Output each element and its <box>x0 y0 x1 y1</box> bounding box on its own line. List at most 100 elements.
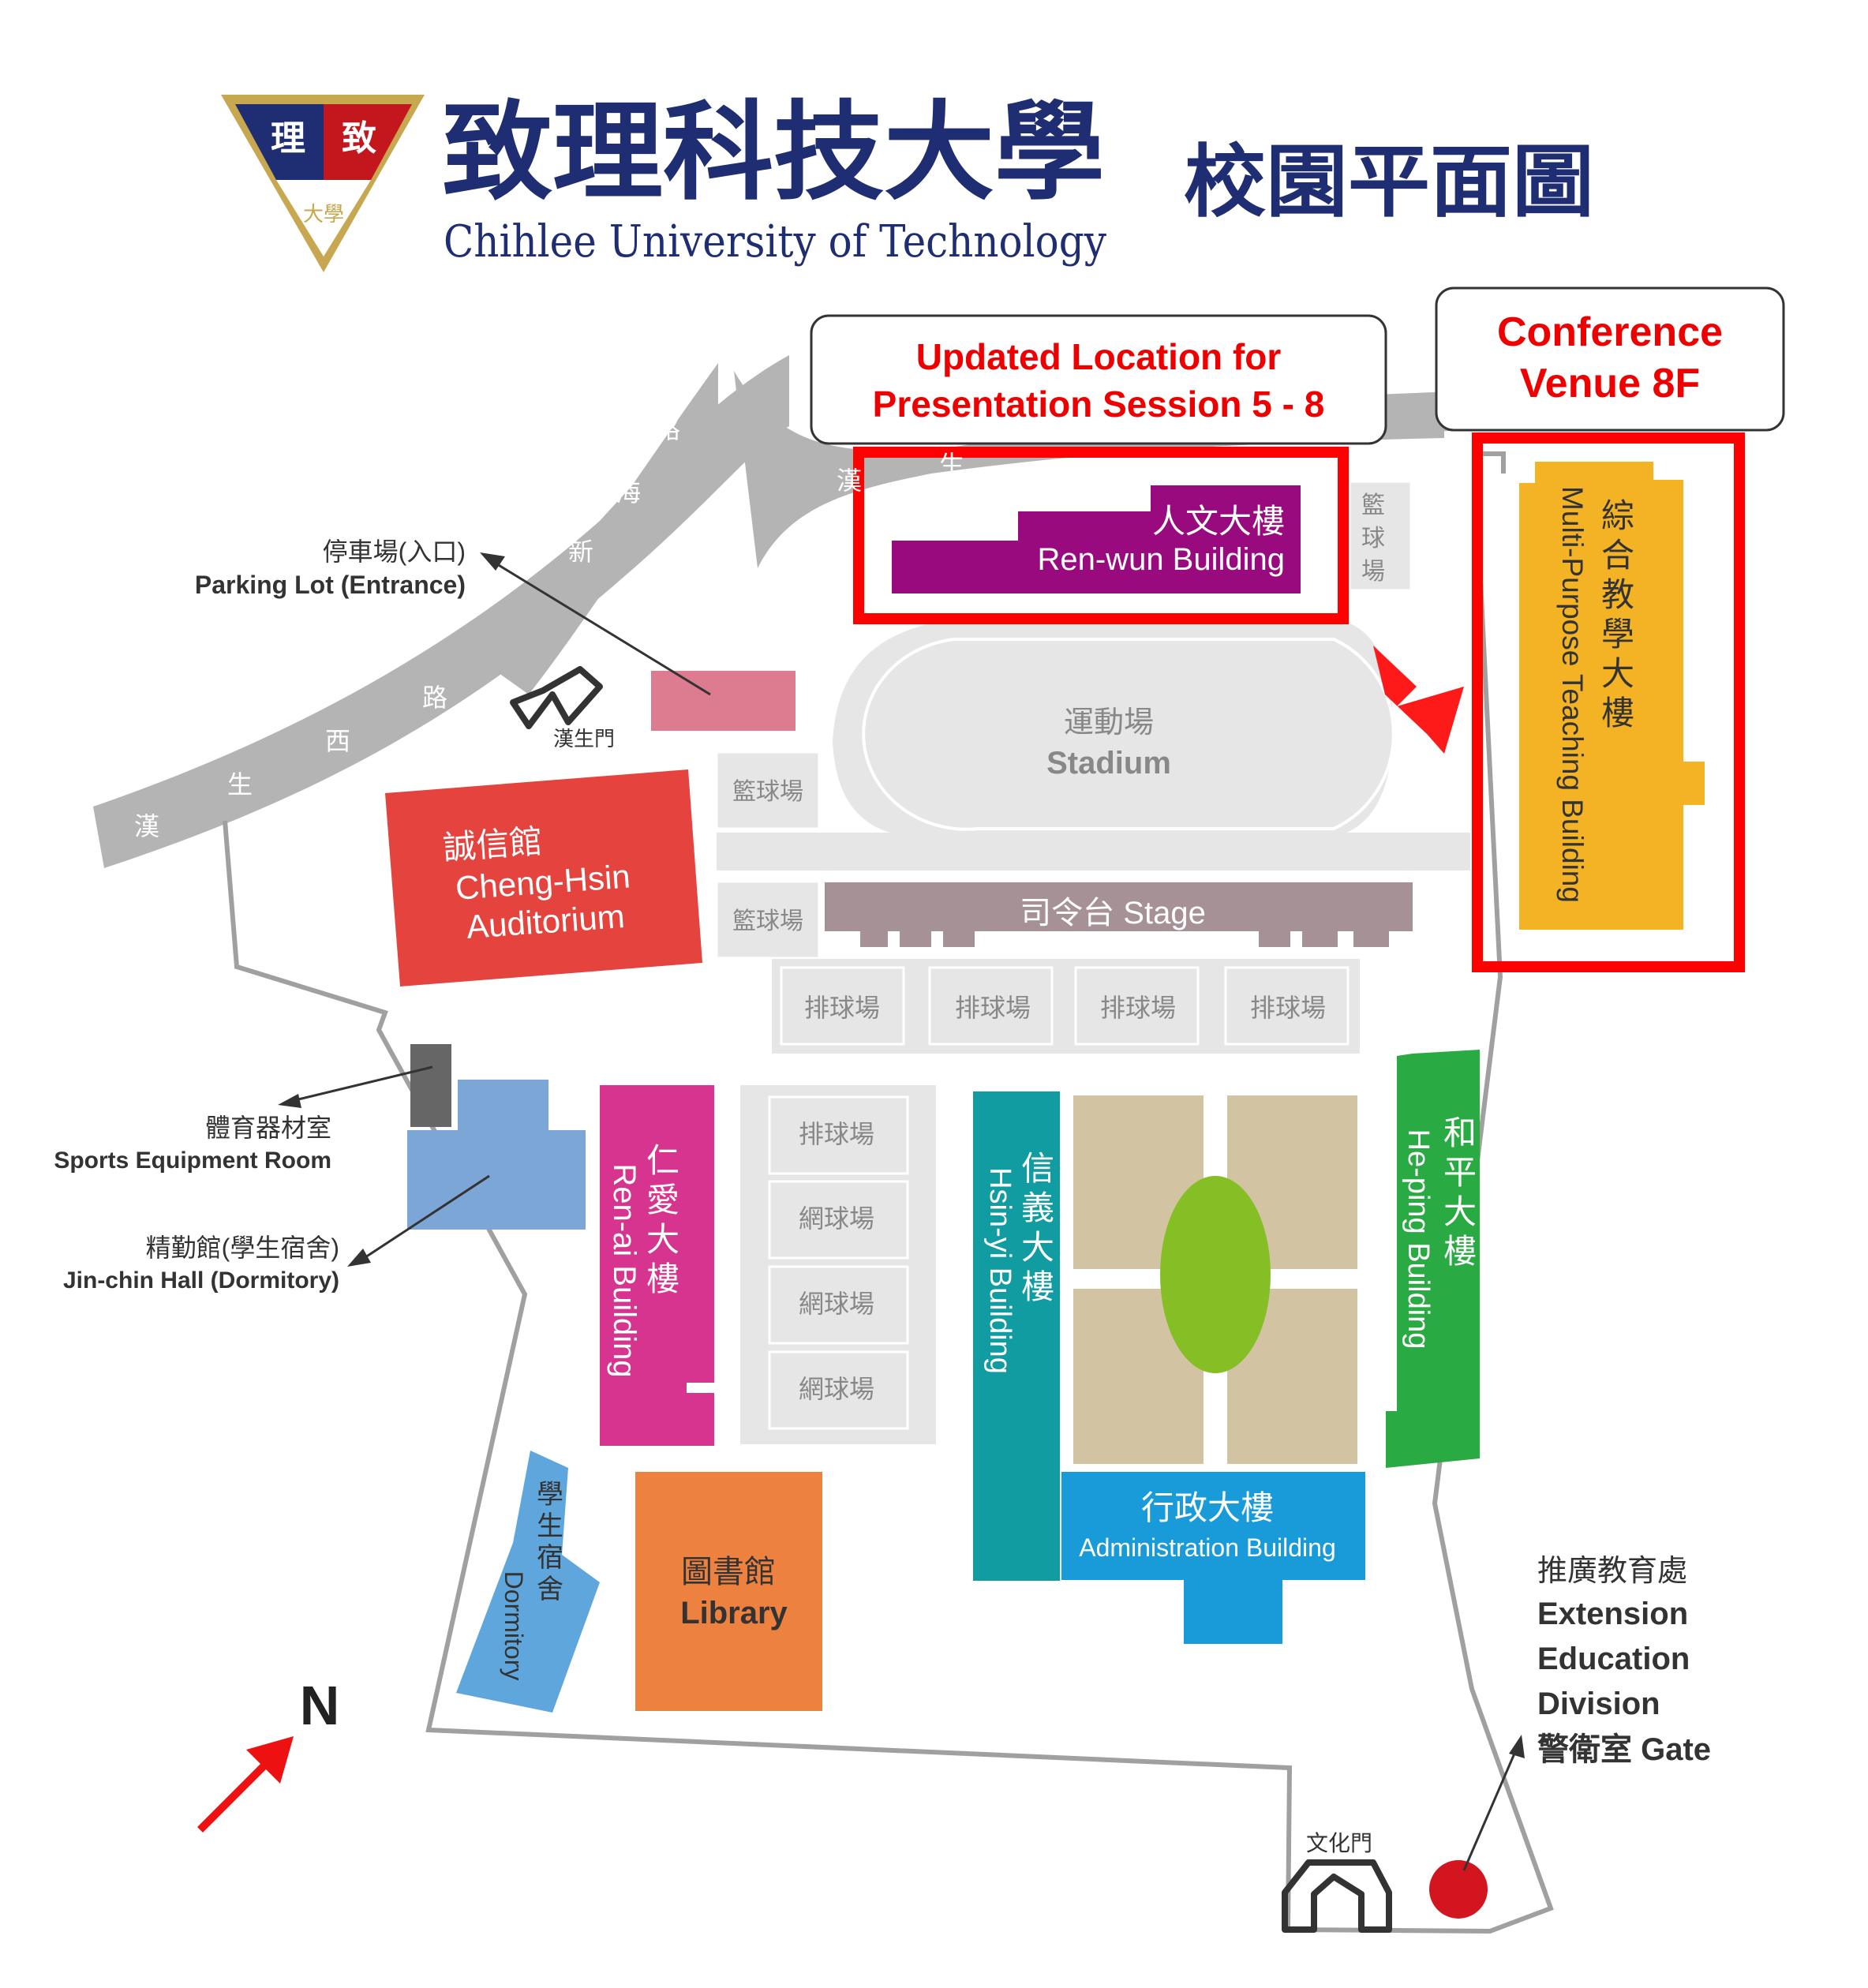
hansheng-gate-label: 漢生門 <box>553 727 615 751</box>
jinchin-label-zh: 精勤館(學生宿舍) <box>146 1234 339 1262</box>
jinchin-pointer-line <box>362 1174 490 1260</box>
administration-label-en: Administration Building <box>1079 1533 1336 1562</box>
cheng-hsin-label-zh: 誠信館 <box>442 822 544 867</box>
multi-purpose-building[interactable]: 綜 合 教 學 大 樓 Multi-Purpose Teaching Build… <box>1519 462 1705 930</box>
renai-label-en: Ren-ai Building <box>607 1163 642 1377</box>
svg-text:生: 生 <box>939 451 964 479</box>
north-arrow: N <box>197 1675 339 1833</box>
tennis-court <box>768 1265 909 1345</box>
svg-text:愛: 愛 <box>646 1181 679 1219</box>
sports-equipment-room[interactable] <box>410 1044 451 1127</box>
parking-pointer-head <box>480 552 505 571</box>
volleyball-courts: 排球場 排球場 排球場 排球場 <box>772 959 1360 1054</box>
wenhua-gate-label: 文化門 <box>1306 1831 1372 1855</box>
court-label: 排球場 <box>1250 994 1326 1022</box>
svg-text:信: 信 <box>1021 1150 1054 1187</box>
tennis-court <box>768 1180 909 1260</box>
svg-text:平: 平 <box>1443 1154 1477 1191</box>
parking-pointer-line <box>490 559 711 696</box>
central-lawn <box>1160 1176 1271 1373</box>
svg-text:仁: 仁 <box>646 1142 679 1179</box>
library-building[interactable]: 圖書館 Library <box>635 1472 822 1711</box>
stadium-label-en: Stadium <box>1046 746 1171 781</box>
svg-text:漢: 漢 <box>134 812 159 841</box>
extension-label: 推廣教育處 Extension Education Division 警衛室 G… <box>1537 1555 1711 1767</box>
heping-building[interactable]: 和 平 大 樓 He-ping Building <box>1386 1050 1480 1468</box>
svg-text:路: 路 <box>655 415 680 444</box>
basketball-court-vertical: 籃 球 場 <box>1348 480 1413 592</box>
central-plaza <box>1061 1091 1365 1473</box>
court-label: 網球場 <box>799 1375 874 1403</box>
campus-boundary <box>223 453 1554 1934</box>
svg-text:大: 大 <box>1443 1193 1477 1230</box>
hansheng-gate[interactable]: 漢生門 <box>510 666 615 751</box>
basketball-court: 籃球場 <box>715 751 821 830</box>
gate-marker[interactable] <box>1429 1860 1488 1919</box>
hsinyi-building[interactable]: 信 義 大 樓 Hsin-yi Building <box>973 1091 1060 1581</box>
svg-text:生: 生 <box>537 1511 563 1541</box>
renai-building[interactable]: 仁 愛 大 樓 Ren-ai Building <box>600 1085 714 1446</box>
svg-text:大: 大 <box>1021 1229 1054 1266</box>
svg-text:大: 大 <box>646 1221 679 1258</box>
svg-text:舍: 舍 <box>537 1574 563 1604</box>
conference-venue-highlight-box <box>1472 432 1745 972</box>
volleyball-court <box>768 1095 909 1175</box>
svg-text:樓: 樓 <box>646 1260 679 1297</box>
svg-text:樓: 樓 <box>1601 694 1634 732</box>
svg-text:新: 新 <box>568 537 593 566</box>
logo-char-bottom: 大學 <box>303 203 344 227</box>
volleyball-court <box>780 966 905 1046</box>
map-title: 校園平面圖 <box>1184 138 1594 227</box>
heping-label-en: He-ping Building <box>1402 1129 1435 1350</box>
svg-text:漢: 漢 <box>837 466 862 495</box>
road-labels: 漢 生 西 路 新 海 路 漢 生 <box>134 415 964 841</box>
dormitory-label-en: Dormitory <box>500 1571 528 1681</box>
tennis-courts: 排球場 網球場 網球場 網球場 <box>740 1085 936 1444</box>
svg-text:宿: 宿 <box>537 1543 563 1573</box>
svg-text:和: 和 <box>1443 1114 1477 1151</box>
gate-pointer-line <box>1462 1747 1518 1871</box>
svg-text:籃球場: 籃球場 <box>732 908 803 934</box>
hsinyi-label-zh: 信 義 大 樓 <box>1021 1150 1054 1305</box>
stadium[interactable]: 運動場 Stadium <box>833 620 1395 838</box>
svg-text:Presentation Session 5 - 8: Presentation Session 5 - 8 <box>873 384 1325 425</box>
road-xinhai <box>496 363 718 694</box>
svg-text:Education: Education <box>1537 1642 1690 1676</box>
university-name-zh: 致理科技大學 <box>442 89 1105 215</box>
cheng-hsin-auditorium[interactable]: 誠信館 Cheng-Hsin Auditorium <box>385 769 702 987</box>
wenhua-gate[interactable]: 文化門 <box>1282 1831 1392 1933</box>
equipment-label-zh: 體育器材室 <box>205 1114 331 1142</box>
renwun-building[interactable]: 人文大樓 Ren-wun Building <box>892 485 1301 593</box>
callout-updated-location: Updated Location for Presentation Sessio… <box>810 314 1387 445</box>
svg-text:推廣教育處: 推廣教育處 <box>1537 1555 1687 1588</box>
library-label-zh: 圖書館 <box>681 1555 776 1589</box>
svg-text:路: 路 <box>422 683 447 712</box>
equipment-label-en: Sports Equipment Room <box>54 1147 331 1174</box>
stage-label: 司令台 Stage <box>1020 896 1206 930</box>
volleyball-court <box>1074 966 1200 1046</box>
jinchin-pointer-head <box>347 1249 371 1267</box>
equipment-pointer-line <box>291 1065 433 1103</box>
svg-text:Extension: Extension <box>1537 1597 1688 1631</box>
equipment-pointer-head <box>278 1094 301 1108</box>
svg-text:Conference: Conference <box>1497 309 1723 355</box>
gate-pointer-head <box>1509 1735 1525 1758</box>
campus-boundary-top <box>1474 451 1506 474</box>
dormitory-building[interactable]: 學 生 宿 舍 Dormitory <box>456 1451 600 1713</box>
stage[interactable]: 司令台 Stage <box>825 882 1413 947</box>
administration-building[interactable]: 行政大樓 Administration Building <box>1061 1472 1365 1644</box>
court-label: 網球場 <box>799 1290 874 1318</box>
tennis-court <box>768 1350 909 1430</box>
svg-text:學: 學 <box>1601 616 1634 653</box>
administration-label-zh: 行政大樓 <box>1141 1489 1274 1526</box>
court-label: 網球場 <box>799 1204 874 1233</box>
jinchin-hall[interactable] <box>407 1080 586 1230</box>
multi-purpose-label-zh: 綜 合 教 學 大 樓 <box>1601 497 1634 732</box>
svg-text:生: 生 <box>227 770 253 799</box>
svg-text:教: 教 <box>1601 576 1634 613</box>
parking-lot[interactable] <box>651 671 795 731</box>
road-hansheng-west <box>93 355 789 868</box>
heping-label-zh: 和 平 大 樓 <box>1443 1114 1477 1270</box>
renwun-label-en: Ren-wun Building <box>1037 542 1285 577</box>
